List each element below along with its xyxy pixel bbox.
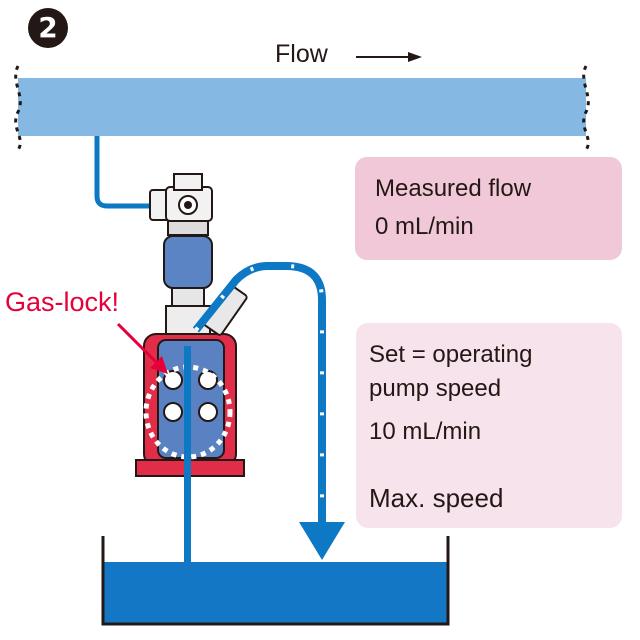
right-arrow-icon — [356, 52, 422, 62]
measured-flow-title: Measured flow — [375, 175, 532, 202]
suction-tube — [94, 136, 150, 209]
set-speed-line2: pump speed — [369, 375, 502, 402]
set-speed-value: 10 mL/min — [369, 418, 482, 445]
set-speed-result: Max. speed — [369, 483, 504, 513]
damper-fitting — [171, 287, 205, 307]
damper-chamber — [163, 235, 213, 289]
pipe-break-right — [582, 65, 590, 151]
pipe-break-left — [14, 65, 22, 151]
step-number-badge: 2 — [28, 8, 68, 48]
set-speed-box: Set = operating pump speed 10 mL/min Max… — [356, 323, 622, 528]
gas-lock-label: Gas-lock! — [5, 287, 120, 317]
set-speed-line1: Set = operating — [369, 341, 533, 368]
check-valve — [149, 173, 213, 236]
return-arrow-head — [299, 522, 345, 560]
flow-label: Flow — [275, 40, 328, 68]
measured-flow-value: 0 mL/min — [375, 213, 474, 240]
return-tube — [192, 262, 326, 528]
gas-lock-arrow — [116, 322, 168, 374]
measured-flow-box: Measured flow 0 mL/min — [355, 157, 622, 260]
main-pipe — [18, 78, 586, 136]
tank-outline — [101, 536, 450, 626]
injection-tube — [184, 346, 191, 562]
tank-water — [103, 562, 448, 624]
